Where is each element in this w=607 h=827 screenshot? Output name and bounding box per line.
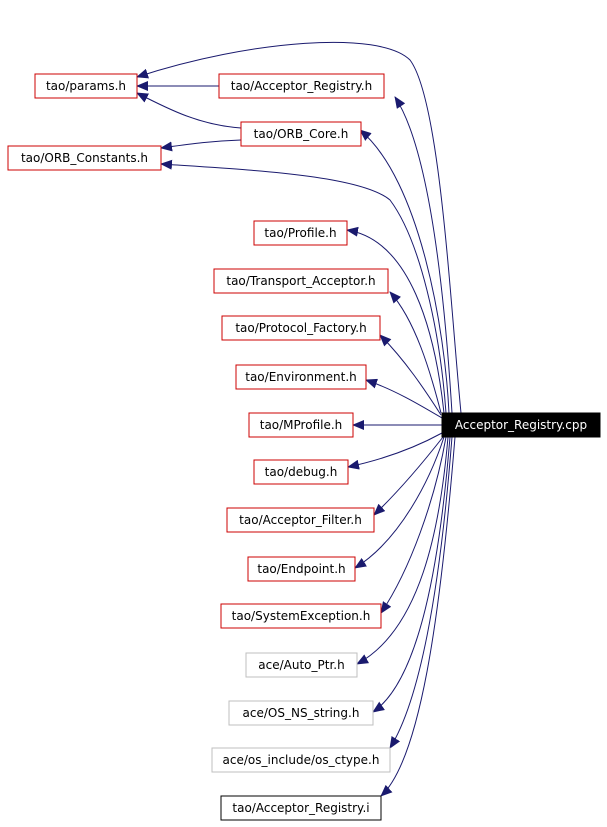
node-root[interactable]: Acceptor_Registry.cpp [441,412,601,438]
edge-to-profile [346,226,445,414]
edge-to-system_exception [380,436,447,614]
node-os-ns-string[interactable]: ace/OS_NS_string.h [228,700,374,726]
node-label: tao/Profile.h [264,226,336,240]
edge-to-orb_constants [160,159,447,414]
node-protocol-factory[interactable]: tao/Protocol_Factory.h [221,315,381,341]
node-box [253,220,348,246]
node-auto-ptr[interactable]: ace/Auto_Ptr.h [245,652,358,678]
node-acc-reg-h[interactable]: tao/Acceptor_Registry.h [218,73,385,99]
node-label: tao/MProfile.h [260,418,343,432]
node-box [240,121,362,147]
node-endpoint[interactable]: tao/Endpoint.h [247,556,356,582]
node-label: tao/Protocol_Factory.h [235,321,366,335]
edge-to-debug [347,432,443,470]
node-label: Acceptor_Registry.cpp [455,418,587,432]
node-box [248,412,354,438]
node-box [253,459,349,485]
node-box [441,412,601,438]
node-label: ace/OS_NS_string.h [243,706,360,720]
edge-to-os_ctype [389,436,453,749]
node-params[interactable]: tao/params.h [34,73,138,99]
node-acceptor-filter[interactable]: tao/Acceptor_Filter.h [226,507,375,533]
edge-to-acc_reg_i [380,436,456,797]
node-box [247,556,356,582]
edge-to-acceptor_filter [373,436,444,516]
edge-to-transport_acceptor [389,291,442,414]
node-box [226,507,375,533]
node-label: tao/SystemException.h [232,609,371,623]
node-mprofile[interactable]: tao/MProfile.h [248,412,354,438]
node-environment[interactable]: tao/Environment.h [235,364,367,390]
edge-to-params [136,41,462,414]
node-box [218,73,385,99]
node-box [235,364,367,390]
node-acc-reg-i[interactable]: tao/Acceptor_Registry.i [220,795,382,821]
edge-to-environment [365,378,443,419]
edge-to-os_ns_string [372,436,451,713]
node-debug[interactable]: tao/debug.h [253,459,349,485]
edge-to-endpoint [354,436,445,569]
node-label: tao/Environment.h [245,370,357,384]
node-box [221,315,381,341]
node-box [220,795,382,821]
node-label: tao/params.h [46,79,126,93]
node-label: tao/ORB_Constants.h [21,151,148,165]
node-box [34,73,138,99]
node-label: tao/Transport_Acceptor.h [226,274,375,288]
node-orb-constants[interactable]: tao/ORB_Constants.h [7,145,162,171]
edge-to-auto_ptr [356,436,449,665]
node-orb-core[interactable]: tao/ORB_Core.h [240,121,362,147]
node-label: tao/Acceptor_Registry.i [232,801,369,815]
node-label: tao/debug.h [265,465,338,479]
node-label: tao/Acceptor_Registry.h [231,79,372,93]
node-box [211,747,391,773]
edge-to-protocol_factory [379,334,442,416]
node-label: tao/Endpoint.h [257,562,345,576]
node-label: tao/Acceptor_Filter.h [239,513,362,527]
node-box [245,652,358,678]
node-box [228,700,374,726]
edge-to-params [136,92,242,129]
node-box [7,145,162,171]
node-box [213,268,389,294]
node-os-ctype[interactable]: ace/os_include/os_ctype.h [211,747,391,773]
node-box [220,603,382,629]
node-system-exception[interactable]: tao/SystemException.h [220,603,382,629]
node-label: tao/ORB_Core.h [254,127,349,141]
edge-to-orb_constants [160,139,242,152]
edge-to-orb_core [359,129,450,414]
edge-to-acc_reg_h [394,96,453,414]
node-profile[interactable]: tao/Profile.h [253,220,348,246]
node-label: ace/Auto_Ptr.h [258,658,344,672]
node-label: ace/os_include/os_ctype.h [223,753,380,767]
node-transport-acceptor[interactable]: tao/Transport_Acceptor.h [213,268,389,294]
